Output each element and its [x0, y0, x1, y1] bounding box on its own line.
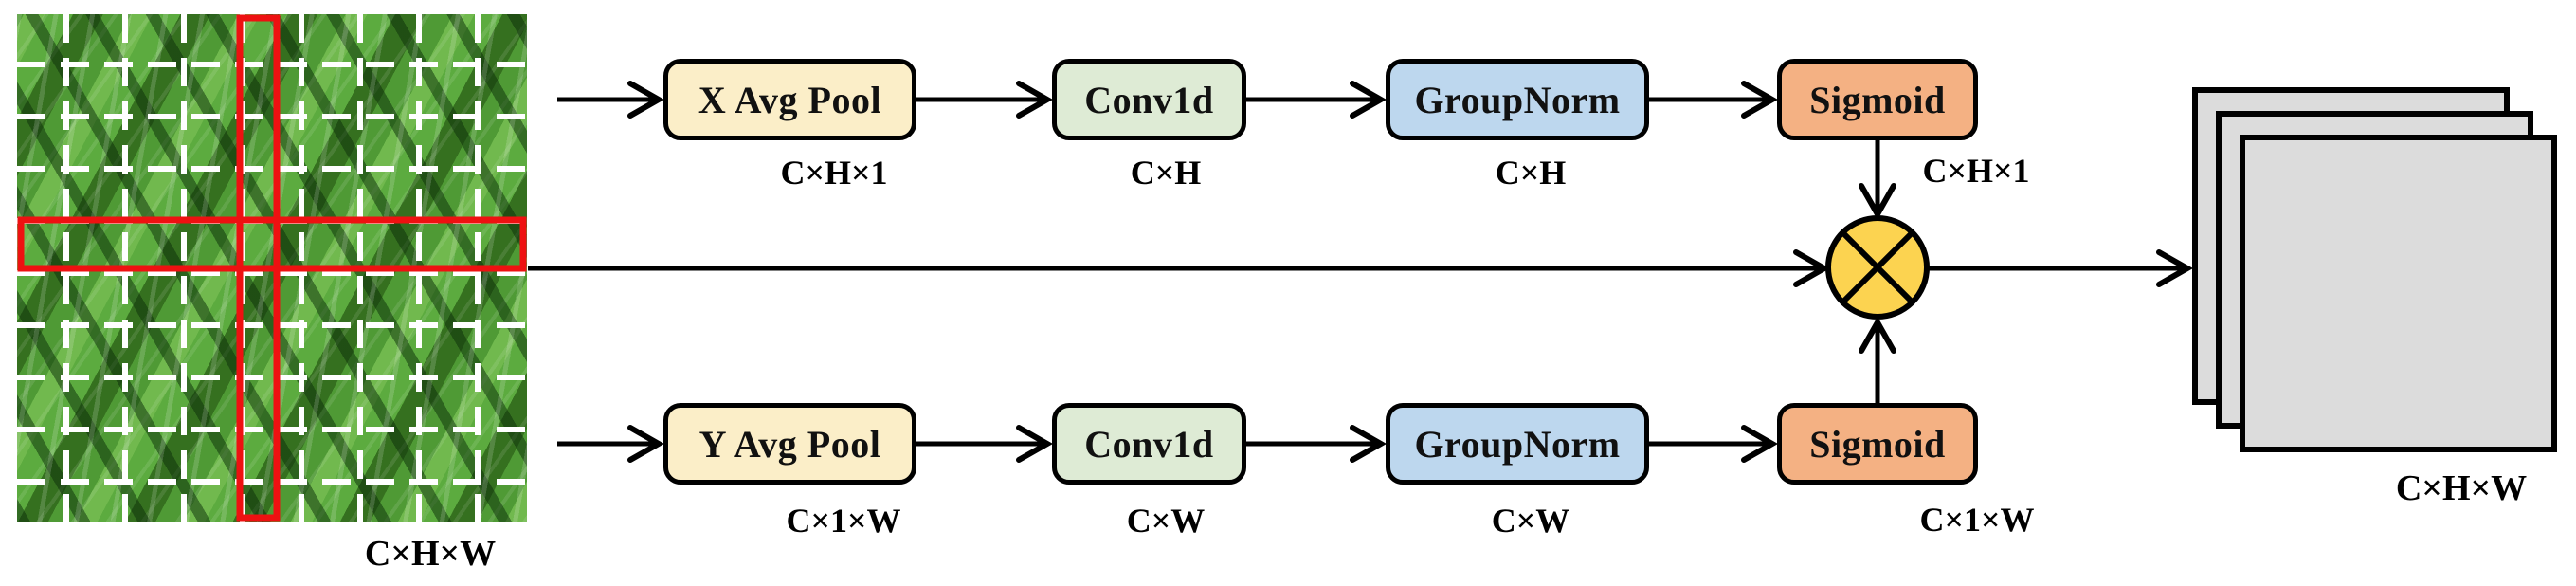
- x-avg-pool-label: X Avg Pool: [698, 78, 882, 121]
- dim-x-avg-pool: C×H×1: [780, 154, 888, 192]
- sigmoid-bottom-label: Sigmoid: [1809, 422, 1946, 466]
- grid-overlay: [17, 14, 527, 522]
- input-image: [17, 14, 527, 522]
- dim-sigmoid-bottom: C×1×W: [1919, 501, 2035, 539]
- multiply-node-icon: [1825, 215, 1930, 320]
- groupnorm-bottom-box: GroupNorm: [1386, 403, 1649, 485]
- y-avg-pool-label: Y Avg Pool: [698, 422, 881, 466]
- x-avg-pool-box: X Avg Pool: [663, 59, 916, 140]
- groupnorm-top-box: GroupNorm: [1386, 59, 1649, 140]
- dim-conv1d-bottom: C×W: [1126, 502, 1206, 540]
- sigmoid-top-label: Sigmoid: [1809, 78, 1946, 121]
- dim-groupnorm-top: C×H: [1495, 154, 1567, 192]
- dim-groupnorm-bottom: C×W: [1491, 502, 1570, 540]
- dim-conv1d-top: C×H: [1130, 154, 1202, 192]
- y-avg-pool-box: Y Avg Pool: [663, 403, 916, 485]
- conv1d-top-box: Conv1d: [1052, 59, 1246, 140]
- groupnorm-bottom-label: GroupNorm: [1414, 422, 1621, 466]
- conv1d-top-label: Conv1d: [1084, 78, 1214, 121]
- highlight-row-rect: [17, 216, 527, 272]
- feature-map-front: [2240, 135, 2557, 452]
- dim-y-avg-pool: C×1×W: [786, 502, 901, 540]
- conv1d-bottom-label: Conv1d: [1084, 422, 1214, 466]
- output-dim-label: C×H×W: [2395, 468, 2528, 508]
- input-dim-label: C×H×W: [364, 534, 497, 574]
- dim-sigmoid-top: C×H×1: [1922, 152, 2030, 190]
- sigmoid-bottom-box: Sigmoid: [1777, 403, 1978, 485]
- conv1d-bottom-box: Conv1d: [1052, 403, 1246, 485]
- sigmoid-top-box: Sigmoid: [1777, 59, 1978, 140]
- groupnorm-top-label: GroupNorm: [1414, 78, 1621, 121]
